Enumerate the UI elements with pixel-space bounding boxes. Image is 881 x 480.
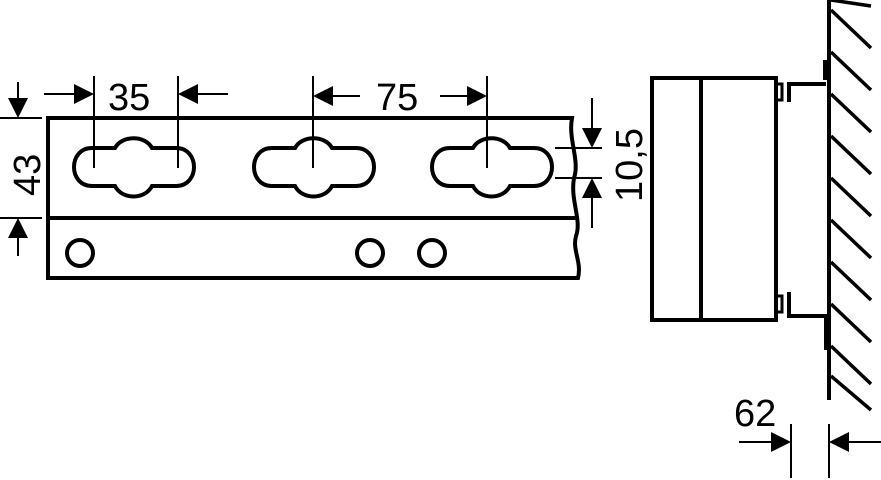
wall-hatching [823, 0, 873, 412]
mounting-rail [46, 116, 581, 280]
dim-75-label: 75 [376, 77, 418, 119]
dim-10-5-label: 10,5 [609, 128, 651, 202]
mounting-hole [65, 238, 95, 268]
keyhole-slot [72, 136, 196, 199]
dim-43-label: 43 [7, 154, 49, 196]
device-side-view [650, 76, 828, 350]
dim-62-label: 62 [734, 393, 776, 435]
mounting-hole [417, 238, 447, 268]
keyhole-slot [252, 136, 376, 199]
dim-35-label: 35 [108, 77, 150, 119]
keyhole-slot [430, 136, 554, 199]
mounting-hole [355, 238, 385, 268]
